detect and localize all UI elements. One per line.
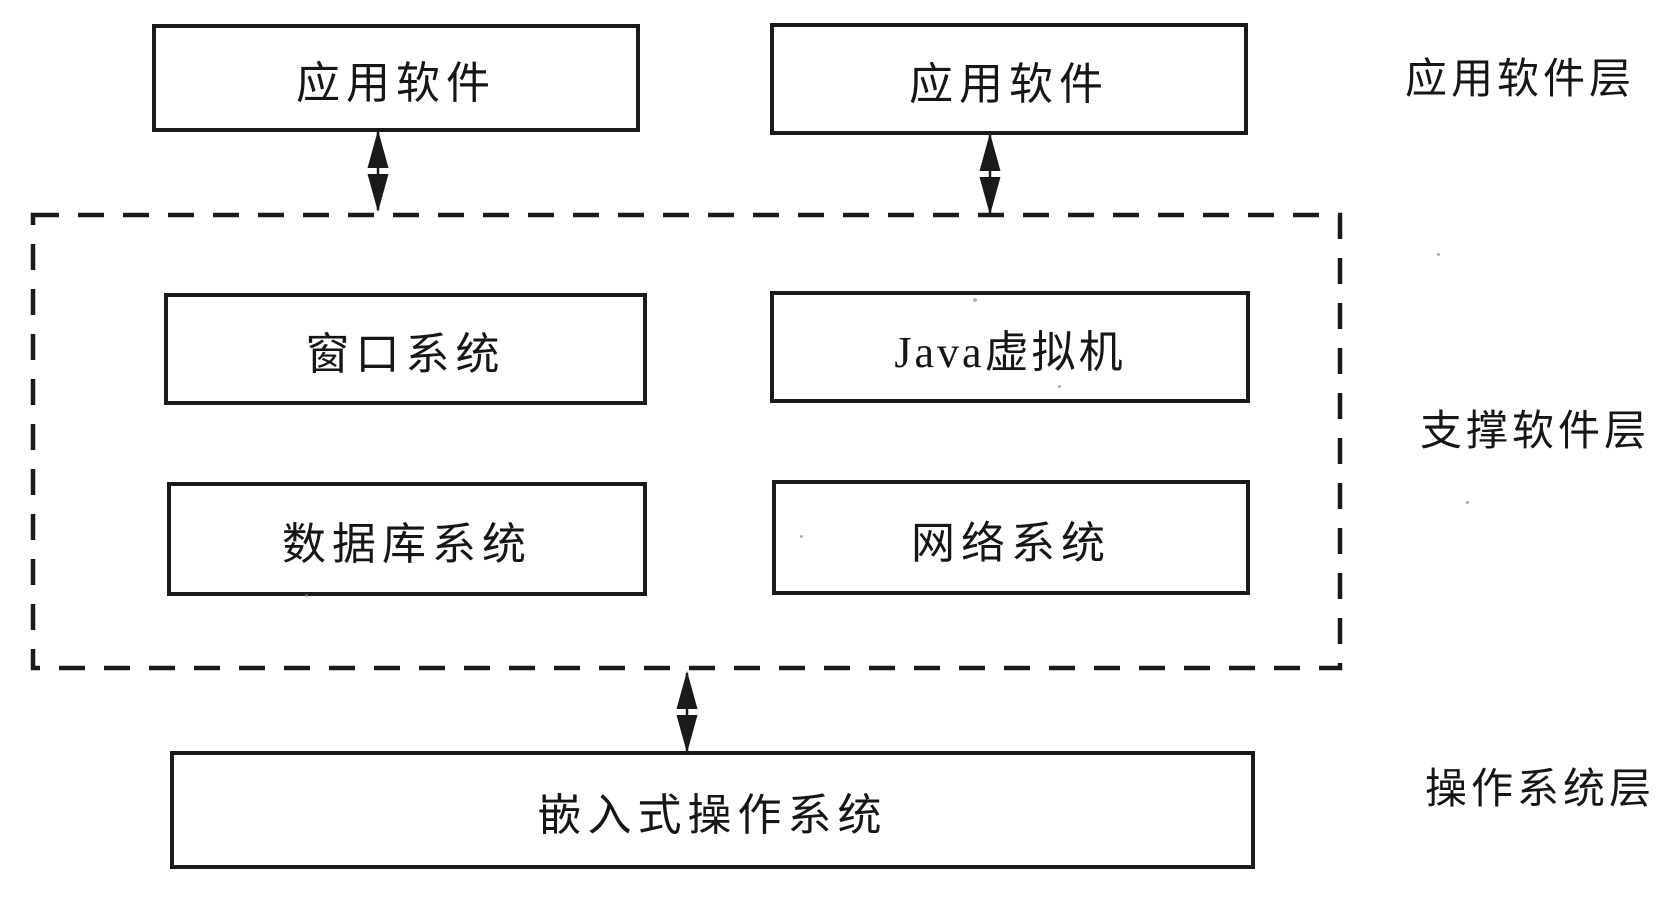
scan-speck [305,594,308,597]
double-arrow-icon [676,671,698,753]
box-network-system-label: 网络系统 [911,518,1111,568]
box-application-software-1-label: 应用软件 [296,59,496,108]
double-arrow-icon [979,133,1001,215]
box-embedded-operating-system: 嵌入式操作系统 [170,751,1255,869]
layer-label-application: 应用软件层 [1404,57,1635,103]
scan-speck [973,298,977,302]
scan-speck [800,535,803,538]
scan-speck [1466,501,1469,504]
box-embedded-operating-system-label: 嵌入式操作系统 [537,791,888,840]
box-application-software-2-label: 应用软件 [909,60,1109,109]
layer-label-support: 支撑软件层 [1419,409,1650,455]
box-network-system: 网络系统 [772,480,1250,595]
box-java-virtual-machine-label: Java虚拟机 [894,328,1126,377]
double-arrow-icon [367,130,389,212]
box-database-system-label: 数据库系统 [282,520,532,569]
scan-speck [1437,253,1440,256]
box-application-software-2: 应用软件 [770,23,1248,135]
box-database-system: 数据库系统 [167,482,647,596]
box-window-system: 窗口系统 [164,293,647,405]
layer-label-os: 操作系统层 [1424,767,1655,813]
box-window-system-label: 窗口系统 [305,330,506,379]
box-application-software-1: 应用软件 [152,24,640,132]
support-layer-dashed-frame [30,212,1343,671]
box-java-virtual-machine: Java虚拟机 [770,291,1250,403]
scan-speck [1058,385,1061,388]
